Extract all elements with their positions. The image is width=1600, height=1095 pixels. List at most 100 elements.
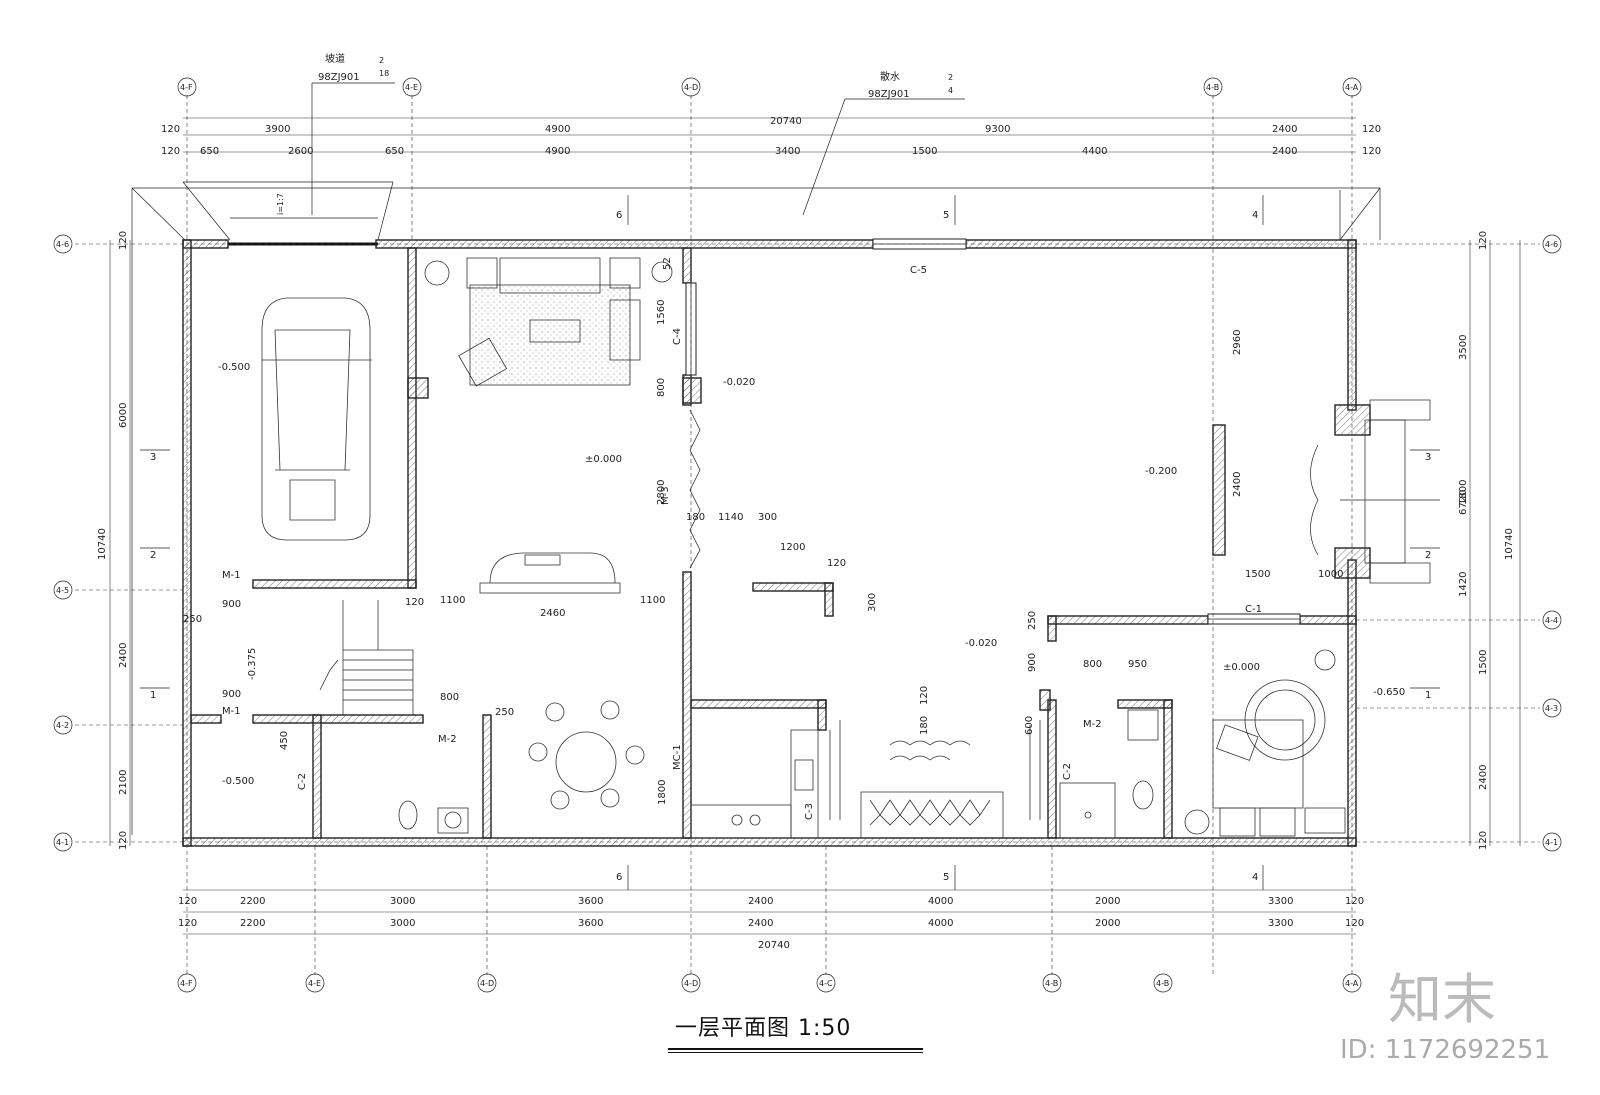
door-label: M-2 bbox=[1083, 719, 1102, 730]
grid-label: 4-D bbox=[480, 979, 494, 988]
apron-label: 散水 bbox=[880, 70, 900, 83]
window-label: C-1 bbox=[1245, 604, 1262, 615]
section-mark: 5 bbox=[943, 210, 949, 221]
section-mark: 3 bbox=[150, 452, 156, 463]
door-label: MC-1 bbox=[672, 744, 683, 770]
interior-dim: 250 bbox=[495, 707, 514, 718]
bottom-dim: 2200 bbox=[240, 918, 265, 929]
top-dim: 650 bbox=[385, 146, 404, 157]
bottom-dim: 120 bbox=[1345, 896, 1364, 907]
bottom-dim: 3600 bbox=[578, 918, 603, 929]
left-overall-dim: 10740 bbox=[97, 528, 108, 560]
bottom-overall-dim: 20740 bbox=[758, 940, 790, 951]
section-mark: 4 bbox=[1252, 872, 1258, 883]
top-dim: 2600 bbox=[288, 146, 313, 157]
grid-label: 4-C bbox=[819, 979, 833, 988]
interior-dim: 2960 bbox=[1232, 330, 1243, 355]
eave-outline bbox=[131, 187, 1381, 835]
grid-label: 4-1 bbox=[1545, 838, 1558, 847]
top-dim: 4900 bbox=[545, 146, 570, 157]
grid-label: 4-E bbox=[308, 979, 321, 988]
interior-dim: 120 bbox=[827, 558, 846, 569]
top-dim: 9300 bbox=[985, 124, 1010, 135]
image-id: ID: 1172692251 bbox=[1340, 1035, 1551, 1065]
interior-dim: 1000 bbox=[1318, 569, 1343, 580]
interior-dim: 1100 bbox=[640, 595, 665, 606]
top-dim: 3400 bbox=[775, 146, 800, 157]
interior-dim: 120 bbox=[919, 686, 930, 705]
grid-label: 4-E bbox=[405, 83, 418, 92]
left-dim: 6000 bbox=[118, 403, 129, 428]
grid-label: 4-A bbox=[1345, 83, 1359, 92]
interior-dim: 1800 bbox=[657, 780, 668, 805]
interior-dim: 2460 bbox=[540, 608, 565, 619]
left-dim: 120 bbox=[118, 831, 129, 850]
right-dim: 120 bbox=[1478, 231, 1489, 250]
sofa-set bbox=[424, 257, 673, 387]
door-label: M-1 bbox=[222, 706, 241, 717]
top-dim: 4900 bbox=[545, 124, 570, 135]
level-mark: -0.500 bbox=[218, 362, 250, 373]
note-leaders bbox=[311, 82, 965, 216]
interior-dim: 450 bbox=[279, 731, 290, 750]
interior-dim: 1560 bbox=[656, 300, 667, 325]
ramp-detail-bottom: 18 bbox=[379, 69, 389, 78]
folding-door bbox=[689, 409, 701, 569]
ramp-label: 坡道 bbox=[325, 52, 345, 65]
exterior-walls bbox=[182, 239, 1357, 847]
right-inner-dim: 6720 bbox=[1458, 490, 1469, 515]
interior-dim: 1100 bbox=[440, 595, 465, 606]
top-margin: 120 bbox=[161, 124, 180, 135]
ramp-detail-top: 2 bbox=[379, 56, 384, 65]
interior-dim: 1200 bbox=[780, 542, 805, 553]
bottom-dim: 2000 bbox=[1095, 896, 1120, 907]
bottom-dim: 3600 bbox=[578, 896, 603, 907]
bottom-dim: 3000 bbox=[390, 918, 415, 929]
dimension-lines bbox=[109, 117, 1521, 935]
interior-dim: 950 bbox=[1128, 659, 1147, 670]
grid-axes bbox=[75, 95, 1540, 975]
level-mark: -0.500 bbox=[222, 776, 254, 787]
interior-dim: 180 bbox=[919, 716, 930, 735]
brand-logo: 知末 bbox=[1388, 968, 1496, 1031]
section-cut-lines bbox=[140, 195, 1440, 890]
level-mark: ±0.000 bbox=[585, 454, 622, 465]
window-label: C-2 bbox=[297, 773, 308, 790]
interior-dim: 1500 bbox=[1245, 569, 1270, 580]
section-mark: 4 bbox=[1252, 210, 1258, 221]
bottom-dim: 2400 bbox=[748, 896, 773, 907]
bottom-dim: 2200 bbox=[240, 896, 265, 907]
window-label: C-3 bbox=[804, 803, 815, 820]
left-dim: 2100 bbox=[118, 770, 129, 795]
car-icon bbox=[261, 297, 372, 541]
top-dim: 3900 bbox=[265, 124, 290, 135]
interior-dim: 300 bbox=[758, 512, 777, 523]
left-dim: 2400 bbox=[118, 643, 129, 668]
section-mark: 6 bbox=[616, 872, 622, 883]
bottom-dim: 3300 bbox=[1268, 896, 1293, 907]
interior-dim: 250 bbox=[1027, 611, 1038, 630]
section-mark: 1 bbox=[150, 690, 156, 701]
grid-label: 4-B bbox=[1206, 83, 1219, 92]
section-mark: 1 bbox=[1425, 690, 1431, 701]
bottom-dim: 2000 bbox=[1095, 918, 1120, 929]
interior-walls bbox=[190, 247, 1357, 839]
door-label: M-1 bbox=[222, 570, 241, 581]
door-label: M-3 bbox=[660, 486, 671, 505]
ramp-slope: i=1:7 bbox=[276, 193, 285, 215]
grid-label: 4-A bbox=[1345, 979, 1359, 988]
right-dim: 2400 bbox=[1478, 765, 1489, 790]
level-mark: -0.650 bbox=[1373, 687, 1405, 698]
grid-label: 4-B bbox=[1156, 979, 1169, 988]
interior-dim: 1140 bbox=[718, 512, 743, 523]
door-label: M-2 bbox=[438, 734, 457, 745]
right-dim: 1800 bbox=[1458, 480, 1469, 505]
section-mark: 6 bbox=[616, 210, 622, 221]
right-dim: 1500 bbox=[1478, 650, 1489, 675]
bottom-dim: 120 bbox=[178, 896, 197, 907]
tv-cabinet bbox=[479, 552, 621, 594]
interior-dim: 180 bbox=[686, 512, 705, 523]
right-dim: 1420 bbox=[1458, 572, 1469, 597]
right-overall-dim: 10740 bbox=[1504, 528, 1515, 560]
ramp bbox=[182, 181, 394, 246]
